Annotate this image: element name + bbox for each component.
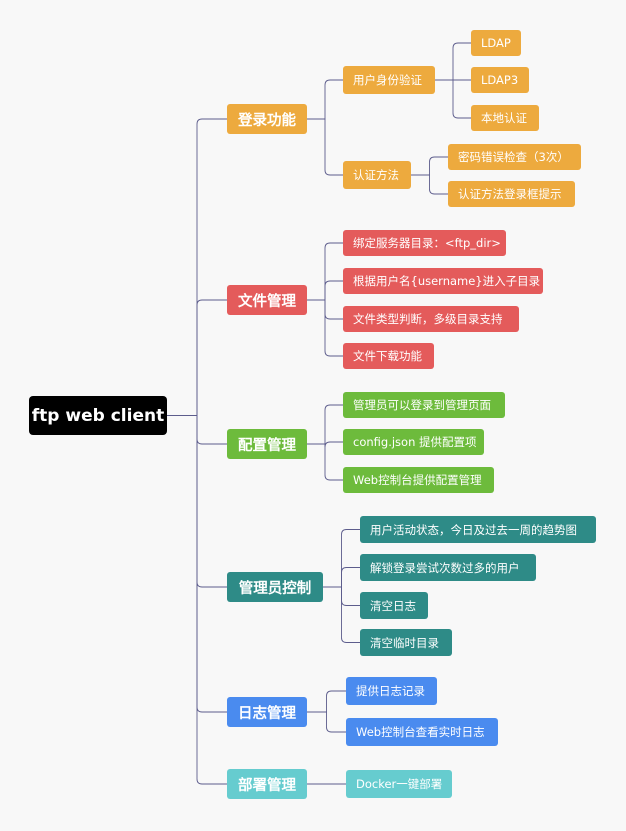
sub-password-check[interactable]: 密码错误检查（3次） [448, 144, 581, 170]
child-user-subdir[interactable]: 根据用户名{username}进入子目录 [343, 268, 543, 294]
child-clear-logs[interactable]: 清空日志 [360, 592, 428, 619]
branch-config-management[interactable]: 配置管理 [227, 429, 307, 459]
child-user-auth[interactable]: 用户身份验证 [343, 66, 435, 94]
child-provide-logs[interactable]: 提供日志记录 [346, 677, 437, 705]
sub-login-hint[interactable]: 认证方法登录框提示 [448, 181, 575, 207]
child-file-download[interactable]: 文件下载功能 [343, 343, 434, 369]
sub-ldap3[interactable]: LDAP3 [471, 67, 529, 93]
sub-ldap[interactable]: LDAP [471, 30, 521, 56]
branch-log-management[interactable]: 日志管理 [227, 697, 307, 727]
root-node[interactable]: ftp web client [29, 396, 167, 435]
sub-local-auth[interactable]: 本地认证 [471, 105, 539, 131]
branch-admin-control[interactable]: 管理员控制 [227, 572, 323, 602]
child-docker-deploy[interactable]: Docker一键部署 [346, 770, 452, 798]
child-auth-method[interactable]: 认证方法 [343, 161, 411, 189]
branch-deploy-management[interactable]: 部署管理 [227, 769, 307, 799]
child-unlock-users[interactable]: 解锁登录尝试次数过多的用户 [360, 554, 536, 581]
child-admin-login[interactable]: 管理员可以登录到管理页面 [343, 392, 505, 418]
child-realtime-logs[interactable]: Web控制台查看实时日志 [346, 718, 498, 746]
child-file-type[interactable]: 文件类型判断，多级目录支持 [343, 306, 519, 332]
branch-file-management[interactable]: 文件管理 [227, 285, 307, 315]
branch-login[interactable]: 登录功能 [227, 104, 307, 134]
child-config-json[interactable]: config.json 提供配置项 [343, 429, 484, 455]
child-clear-temp[interactable]: 清空临时目录 [360, 629, 452, 656]
child-web-config[interactable]: Web控制台提供配置管理 [343, 467, 494, 493]
child-bind-dir[interactable]: 绑定服务器目录：<ftp_dir> [343, 230, 506, 256]
child-activity-trend[interactable]: 用户活动状态，今日及过去一周的趋势图 [360, 516, 596, 543]
